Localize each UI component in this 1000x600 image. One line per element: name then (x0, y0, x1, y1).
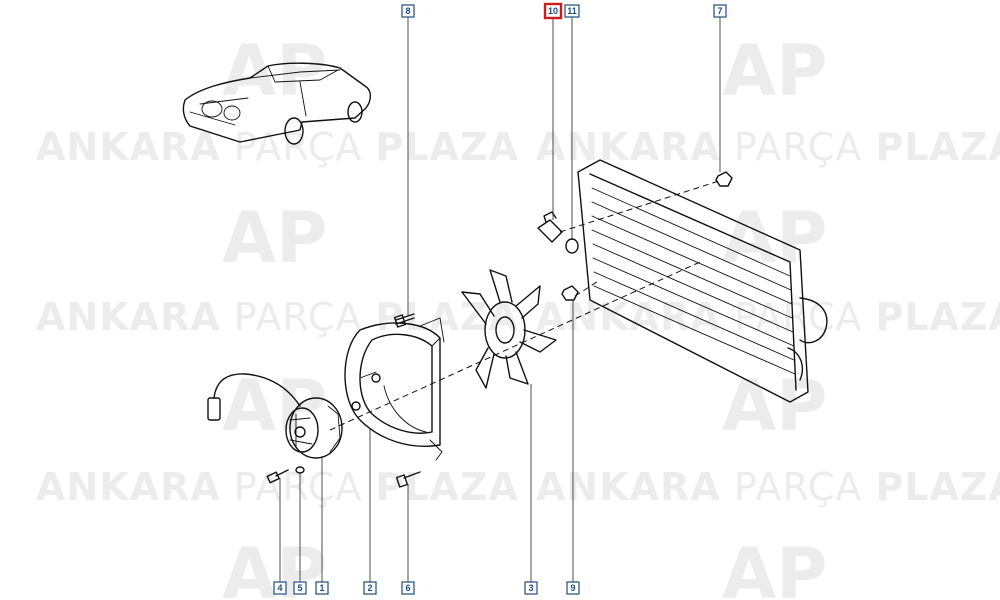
svg-text:AP: AP (722, 365, 827, 447)
svg-text:ANKARA PARÇA PLAZA: ANKARA PARÇA PLAZA (536, 295, 1000, 339)
callout-2[interactable]: 2 (363, 581, 377, 595)
callout-6[interactable]: 6 (401, 581, 415, 595)
leader-lines (279, 17, 721, 582)
svg-text:ANKARA PARÇA PLAZA: ANKARA PARÇA PLAZA (36, 465, 519, 509)
svg-text:10: 10 (548, 6, 558, 16)
mounting-nut (561, 285, 579, 301)
motor-screw (266, 469, 289, 484)
callout-8[interactable]: 8 (401, 4, 415, 18)
watermark-text: ANKARA PARÇA PLAZA ANKARA PARÇA PLAZA AN… (36, 125, 1000, 509)
svg-text:5: 5 (297, 583, 302, 593)
temperature-switch (537, 211, 563, 243)
svg-text:1: 1 (319, 583, 324, 593)
svg-text:ANKARA PARÇA PLAZA: ANKARA PARÇA PLAZA (36, 125, 519, 169)
svg-text:2: 2 (367, 583, 372, 593)
svg-text:AP: AP (722, 533, 827, 600)
fan-motor (285, 397, 343, 459)
watermark-layer: AP AP AP AP AP AP AP AP ANKARA PARÇA PLA… (36, 30, 1000, 600)
svg-text:AP: AP (222, 197, 327, 279)
svg-text:11: 11 (567, 6, 577, 16)
svg-text:8: 8 (405, 6, 410, 16)
watermark-logo: AP AP AP AP AP AP AP AP (222, 30, 827, 600)
radiator-nut (715, 171, 733, 187)
svg-text:AP: AP (222, 365, 327, 447)
svg-text:ANKARA PARÇA PLAZA: ANKARA PARÇA PLAZA (536, 125, 1000, 169)
callout-7[interactable]: 7 (713, 4, 727, 18)
svg-text:6: 6 (405, 583, 410, 593)
callout-4[interactable]: 4 (273, 581, 287, 595)
callout-10[interactable]: 10 (543, 2, 563, 20)
vehicle-illustration (182, 62, 372, 145)
fan-shroud (344, 317, 445, 461)
svg-text:ANKARA PARÇA PLAZA: ANKARA PARÇA PLAZA (36, 295, 519, 339)
svg-text:9: 9 (570, 583, 575, 593)
radiator (577, 159, 828, 403)
svg-text:4: 4 (277, 583, 282, 593)
callout-9[interactable]: 9 (566, 581, 580, 595)
callout-5[interactable]: 5 (293, 581, 307, 595)
switch-seal (565, 238, 579, 254)
callout-1[interactable]: 1 (315, 581, 329, 595)
motor-wire-harness (207, 373, 301, 421)
callout-11[interactable]: 11 (564, 4, 580, 18)
svg-text:AP: AP (222, 30, 327, 112)
callout-3[interactable]: 3 (524, 581, 538, 595)
shroud-bolt-top (393, 313, 415, 328)
svg-text:7: 7 (717, 6, 722, 16)
assembly-axis-lines (329, 179, 723, 431)
svg-text:AP: AP (722, 30, 827, 112)
svg-text:3: 3 (528, 583, 533, 593)
shroud-bolt-bottom (395, 471, 421, 488)
svg-text:ANKARA PARÇA PLAZA: ANKARA PARÇA PLAZA (536, 465, 1000, 509)
